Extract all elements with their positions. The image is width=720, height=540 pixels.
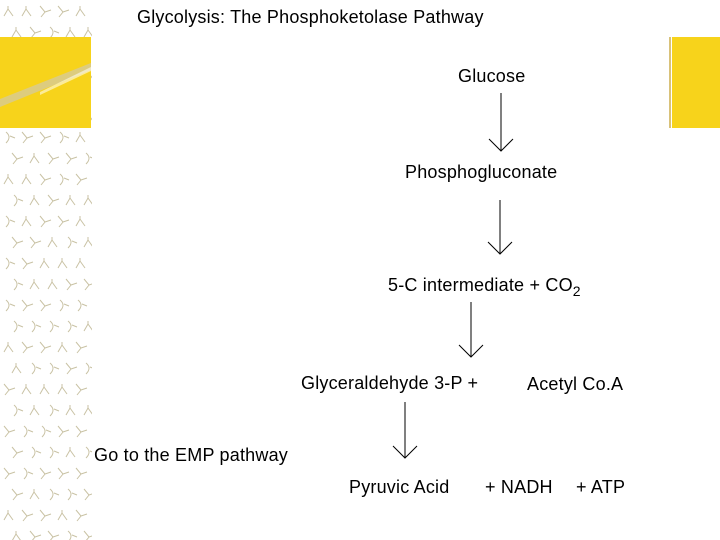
node-pyruvic-acid: Pyruvic Acid: [349, 477, 449, 498]
accent-square-left: [0, 37, 91, 128]
arrow-phosphogluconate-to-intermediate: [487, 200, 513, 258]
node-phosphogluconate: Phosphogluconate: [405, 162, 557, 183]
slide-title: Glycolysis: The Phosphoketolase Pathway: [137, 7, 484, 28]
accent-square-right: [672, 37, 720, 128]
light-streak-decoration: [0, 37, 91, 128]
arrow-glucose-to-phosphogluconate: [488, 93, 514, 155]
node-acetyl-coa: Acetyl Co.A: [527, 374, 623, 395]
intermediate-label: 5-C intermediate + CO: [388, 275, 573, 295]
product-nadh: + NADH: [485, 477, 553, 498]
emp-pathway-note: Go to the EMP pathway: [94, 445, 288, 466]
co2-subscript: 2: [573, 283, 581, 299]
product-atp: + ATP: [576, 477, 625, 498]
arrow-intermediate-to-glyceraldehyde: [458, 302, 484, 360]
node-glucose: Glucose: [458, 66, 525, 87]
node-intermediate: 5-C intermediate + CO2: [388, 275, 581, 296]
accent-divider-right: [669, 37, 671, 128]
arrow-glyceraldehyde-to-pyruvic-acid: [392, 402, 418, 461]
node-glyceraldehyde: Glyceraldehyde 3-P +: [301, 373, 478, 394]
